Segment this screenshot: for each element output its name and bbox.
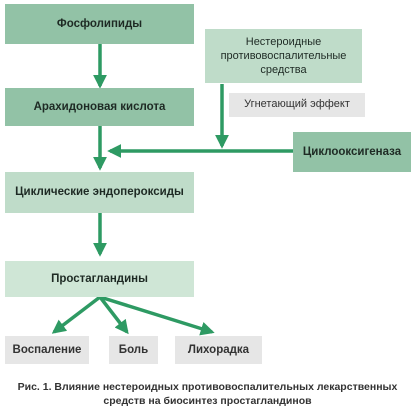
nsaids-label: Нестероидные противовоспалительные средс… bbox=[220, 35, 347, 77]
cyclic-endoperoxides-label: Циклические эндопероксиды bbox=[15, 186, 184, 199]
cyclooxygenase-box: Циклооксигеназа bbox=[293, 132, 411, 172]
fever-box: Лихорадка bbox=[175, 336, 262, 364]
pain-label: Боль bbox=[118, 343, 149, 356]
arrow-to-pain bbox=[98, 295, 129, 335]
inflammation-box: Воспаление bbox=[5, 336, 89, 364]
figure-caption: Рис. 1. Влияние нестероидных противовосп… bbox=[0, 381, 415, 408]
caption-text: Рис. 1. Влияние нестероидных противовосп… bbox=[17, 381, 398, 407]
inflammation-label: Воспаление bbox=[12, 343, 82, 356]
phospholipids-box: Фосфолипиды bbox=[5, 4, 194, 44]
fever-label: Лихорадка bbox=[187, 343, 250, 356]
prostaglandins-box: Простагландины bbox=[5, 261, 194, 297]
pain-box: Боль bbox=[109, 336, 158, 364]
arrow-to-fever bbox=[99, 295, 215, 336]
phospholipids-label: Фосфолипиды bbox=[56, 17, 143, 30]
cyclic-endoperoxides-box: Циклические эндопероксиды bbox=[5, 172, 194, 213]
inhibitory-effect-label: Угнетающий эффект bbox=[244, 98, 350, 111]
arachidonic-acid-label: Арахидоновая кислота bbox=[33, 100, 166, 113]
cyclooxygenase-label: Циклооксигеназа bbox=[302, 145, 402, 158]
arachidonic-acid-box: Арахидоновая кислота bbox=[5, 88, 194, 126]
inhibitory-effect-box: Угнетающий эффект bbox=[229, 93, 365, 117]
prostaglandins-label: Простагландины bbox=[51, 272, 148, 285]
nsaids-box: Нестероидные противовоспалительные средс… bbox=[205, 29, 362, 83]
arrow-to-inflammation bbox=[51, 295, 102, 334]
